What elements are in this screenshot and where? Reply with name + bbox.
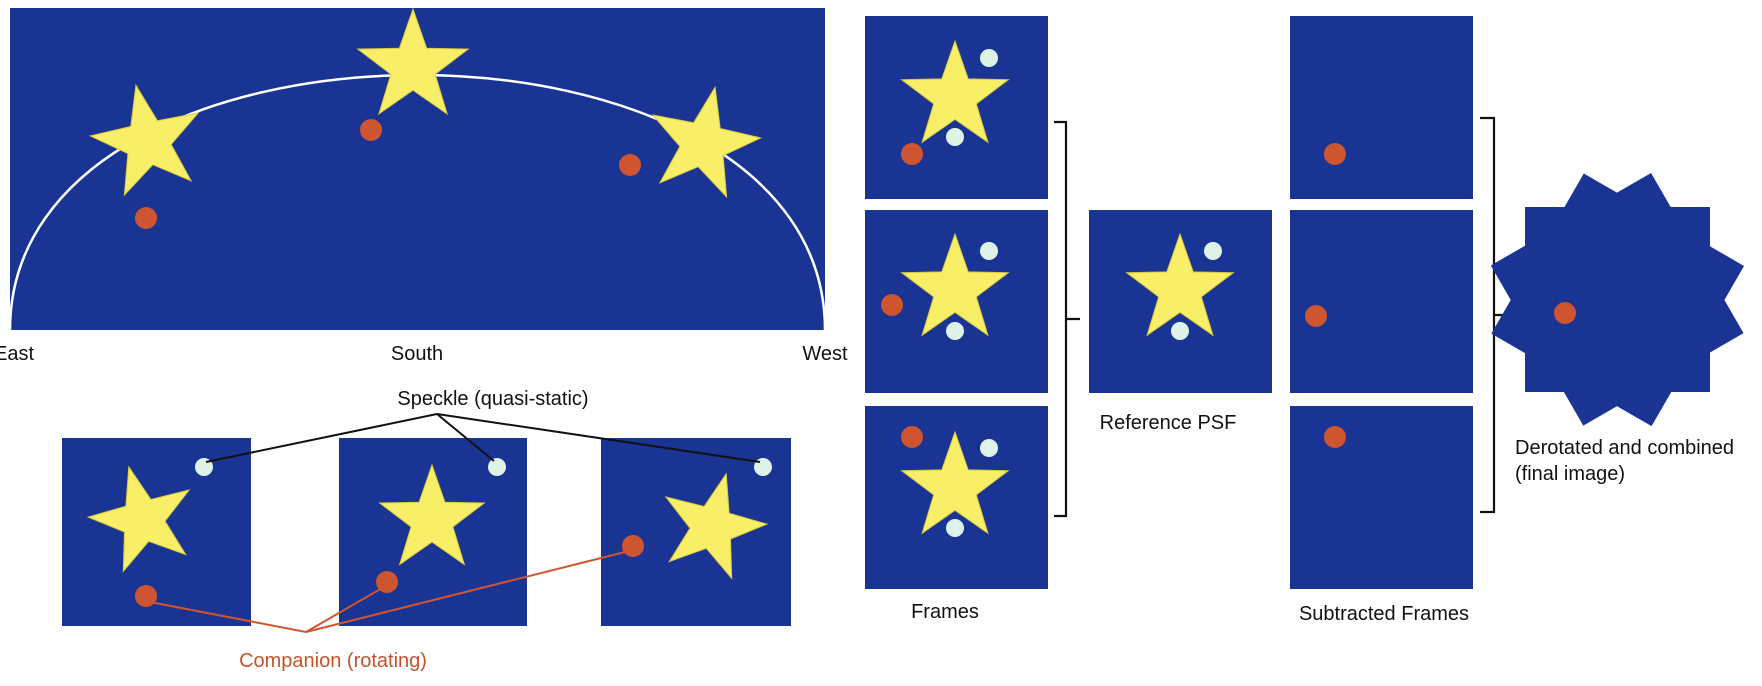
frames-label: Frames bbox=[911, 601, 979, 623]
subtracted-column bbox=[1290, 16, 1473, 589]
speckle-dot bbox=[946, 519, 964, 537]
star-icon bbox=[1125, 232, 1235, 337]
star-icon bbox=[900, 430, 1010, 535]
speckle-callout-lines bbox=[205, 413, 761, 463]
companion-dot bbox=[622, 535, 644, 557]
reference-psf bbox=[1089, 210, 1272, 393]
subtracted-label: Subtracted Frames bbox=[1299, 603, 1469, 625]
speckle-dot bbox=[1171, 322, 1189, 340]
companion-dot bbox=[1324, 143, 1346, 165]
speckle-dot bbox=[980, 49, 998, 67]
star-icon bbox=[88, 83, 200, 197]
star-icon bbox=[900, 232, 1010, 337]
companion-dot bbox=[901, 143, 923, 165]
companion-dot bbox=[1324, 426, 1346, 448]
subtracted-frame bbox=[1290, 16, 1473, 199]
combined-stack bbox=[1490, 172, 1745, 427]
companion-dot bbox=[1305, 305, 1327, 327]
star-icon bbox=[651, 85, 763, 199]
star-icon bbox=[900, 39, 1010, 144]
speckle-dot bbox=[980, 242, 998, 260]
speckle-dot bbox=[1204, 242, 1222, 260]
south-label: South bbox=[391, 343, 443, 365]
reference-psf-label: Reference PSF bbox=[1100, 412, 1237, 434]
subtracted-frame bbox=[1290, 406, 1473, 589]
frames-column bbox=[865, 16, 1048, 589]
star-icon bbox=[86, 465, 191, 573]
sky-panel bbox=[10, 7, 825, 330]
subtracted-frame bbox=[1290, 210, 1473, 393]
companion-dot bbox=[1554, 302, 1576, 324]
companion-dot bbox=[901, 426, 923, 448]
companion-dot bbox=[619, 154, 641, 176]
star-icon bbox=[356, 7, 470, 116]
companion-dot bbox=[360, 119, 382, 141]
companion-callout-lines bbox=[149, 550, 630, 633]
final-image-label: Derotated and combined bbox=[1515, 437, 1734, 459]
speckle-dot bbox=[488, 458, 506, 476]
final-image-sublabel: (final image) bbox=[1515, 463, 1625, 485]
companion-label: Companion (rotating) bbox=[239, 650, 427, 672]
speckle-label: Speckle (quasi-static) bbox=[397, 388, 588, 410]
east-label: East bbox=[0, 343, 34, 365]
frames-bracket bbox=[1054, 120, 1080, 518]
star-icon bbox=[664, 472, 769, 580]
rotated-frame bbox=[1525, 207, 1710, 392]
companion-dot bbox=[881, 294, 903, 316]
west-label: West bbox=[802, 343, 848, 365]
speckle-dot bbox=[980, 439, 998, 457]
star-icon bbox=[378, 463, 486, 566]
subtracted-bracket bbox=[1480, 116, 1506, 514]
speckle-dot bbox=[946, 322, 964, 340]
companion-dot bbox=[135, 207, 157, 229]
rotating-frames bbox=[62, 438, 791, 626]
speckle-dot bbox=[946, 128, 964, 146]
